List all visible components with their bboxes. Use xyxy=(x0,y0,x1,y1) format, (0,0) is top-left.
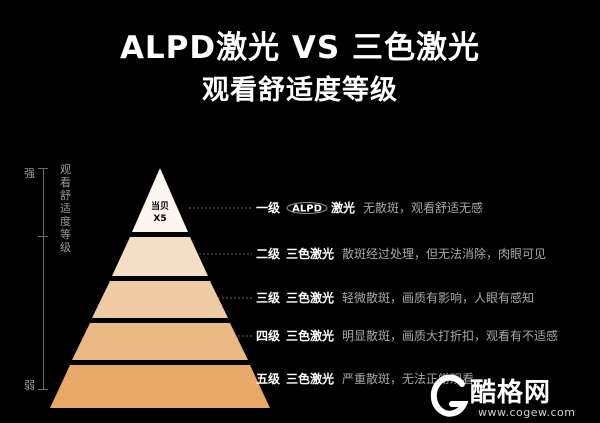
level-2-desc: 散斑经过处理，但无法消除，肉眼可见 xyxy=(342,247,547,261)
level-1-name: 一级 xyxy=(256,201,281,215)
level-row-4: 四级三色激光明显散斑，画质大打折扣，观看有不适感 xyxy=(256,326,558,346)
level-5-name: 五级 xyxy=(256,372,281,386)
svg-text:ALPD: ALPD xyxy=(292,203,322,214)
level-4-name: 四级 xyxy=(256,329,281,343)
alpd-logo-icon: ALPD xyxy=(286,201,328,214)
apex-brand-line1: 当贝 xyxy=(150,202,169,212)
pyramid-tier-3 xyxy=(92,281,228,318)
watermark-text: 酷格网 xyxy=(470,378,552,408)
watermark-url: www.cogew.com xyxy=(478,406,576,419)
level-row-1: 一级 ALPD 激光无散斑，观看舒适无感 xyxy=(256,198,483,218)
axis-title: 观看舒适度等级 xyxy=(60,163,71,254)
level-1-desc: 无散斑，观看舒适无感 xyxy=(363,201,484,215)
pyramid-tier-2 xyxy=(112,237,208,276)
level-3-desc: 轻微散斑，画质有影响，人眼有感知 xyxy=(342,291,535,305)
level-4-type: 三色激光 xyxy=(286,329,335,343)
pyramid-tier-4 xyxy=(72,323,248,360)
axis-tick-top xyxy=(38,168,48,169)
cogew-logo-icon xyxy=(430,374,468,417)
level-3-type: 三色激光 xyxy=(286,291,335,305)
axis-line xyxy=(43,168,44,390)
level-4-desc: 明显散斑，画质大打折扣，观看有不适感 xyxy=(342,329,559,343)
level-2-name: 二级 xyxy=(256,247,281,261)
axis-tick-bottom xyxy=(38,389,48,390)
page-title-line2: 观看舒适度等级 xyxy=(202,75,398,106)
level-2-type: 三色激光 xyxy=(286,247,335,261)
page-title-line1: ALPD激光 VS 三色激光 xyxy=(119,30,481,66)
pyramid-tier-5 xyxy=(50,365,270,408)
level-3-name: 三级 xyxy=(256,291,281,305)
pyramid-tier-1 xyxy=(132,168,188,232)
dotted-connectors xyxy=(189,207,252,337)
level-5-type: 三色激光 xyxy=(286,372,335,386)
level-1-type: 激光 xyxy=(331,201,356,215)
axis-strong-label: 强 xyxy=(24,167,35,180)
axis-weak-label: 弱 xyxy=(24,379,35,392)
watermark: 酷格网 www.cogew.com xyxy=(430,372,600,423)
axis-tick-mid xyxy=(38,236,48,237)
apex-brand-line2: X5 xyxy=(153,214,167,224)
level-row-3: 三级三色激光轻微散斑，画质有影响，人眼有感知 xyxy=(256,288,534,308)
level-row-2: 二级三色激光散斑经过处理，但无法消除，肉眼可见 xyxy=(256,244,546,264)
